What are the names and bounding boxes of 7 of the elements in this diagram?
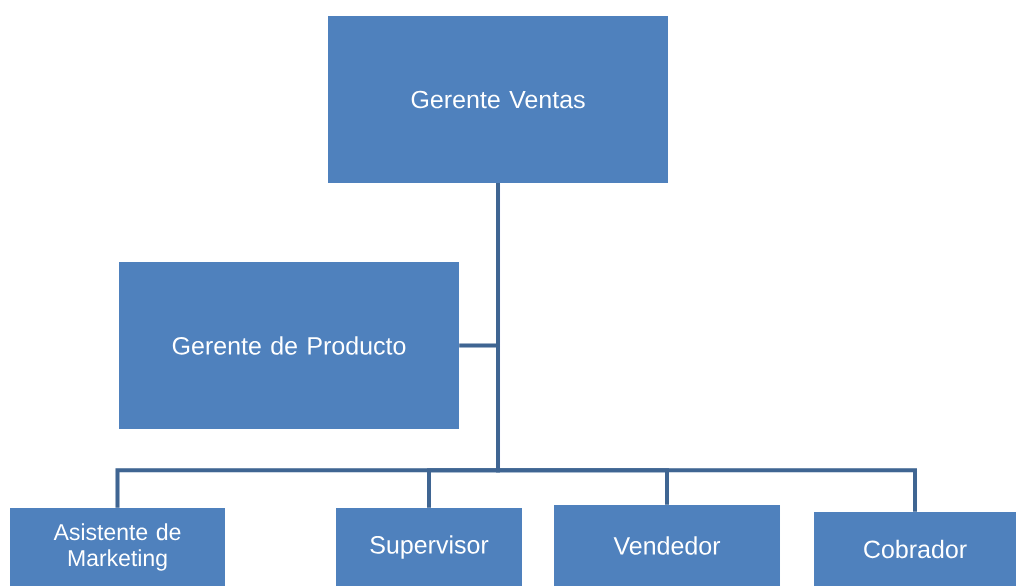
- org-box: Asistente de Marketing: [10, 508, 225, 586]
- org-box: Cobrador: [814, 512, 1016, 586]
- org-box: Vendedor: [554, 505, 780, 586]
- org-box: Supervisor: [336, 508, 522, 586]
- connector-line: [496, 183, 917, 512]
- org-box: Gerente Ventas: [328, 16, 668, 183]
- org-box: Gerente de Producto: [119, 262, 459, 429]
